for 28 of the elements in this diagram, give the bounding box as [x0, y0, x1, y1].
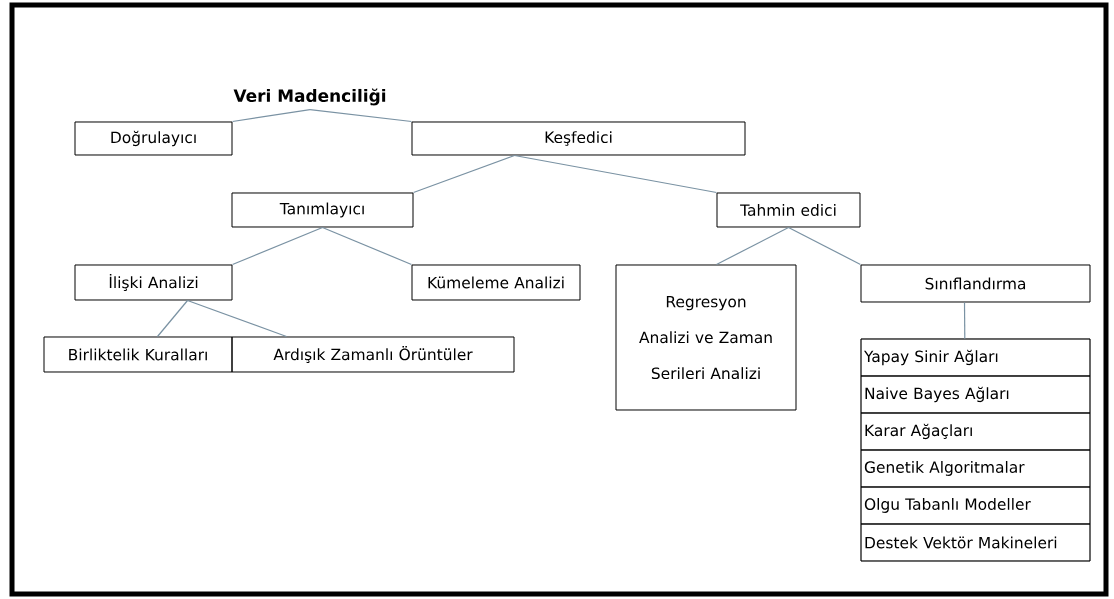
category-box: Kümeleme Analizi	[411, 264, 581, 301]
category-box: Sınıflandırma	[860, 264, 1091, 303]
connector-line	[787, 226, 862, 266]
list-item: Genetik Algoritmalar	[860, 449, 1091, 488]
connector-line	[186, 299, 288, 338]
category-box: Keşfedici	[411, 121, 746, 156]
connector-line	[231, 226, 324, 266]
list-item: Karar Ağaçları	[860, 412, 1091, 451]
connector-line	[513, 154, 718, 194]
connector-line	[412, 154, 516, 194]
list-item: Olgu Tabanlı Modeller	[860, 486, 1091, 525]
category-box: Ardışık Zamanlı Örüntüler	[231, 336, 515, 373]
category-box: Doğrulayıcı	[74, 121, 233, 156]
category-box: Birliktelik Kuralları	[43, 336, 233, 373]
connector-line	[321, 226, 413, 266]
category-box: Regresyon Analizi ve Zaman Serileri Analizi	[615, 264, 797, 411]
category-box: Tanımlayıcı	[231, 192, 414, 228]
connector-line	[309, 109, 413, 123]
category-box: İlişki Analizi	[74, 264, 233, 301]
list-item: Naive Bayes Ağları	[860, 375, 1091, 414]
connector-line	[715, 226, 790, 266]
heading-text: Veri Madenciliği	[233, 88, 386, 106]
list-item: Destek Vektör Makineleri	[860, 523, 1091, 562]
connector-line	[231, 109, 311, 123]
connector-line	[156, 299, 189, 338]
list-item: Yapay Sinir Ağları	[860, 338, 1091, 377]
category-box: Tahmin edici	[716, 192, 861, 228]
connector-line	[963, 301, 966, 340]
